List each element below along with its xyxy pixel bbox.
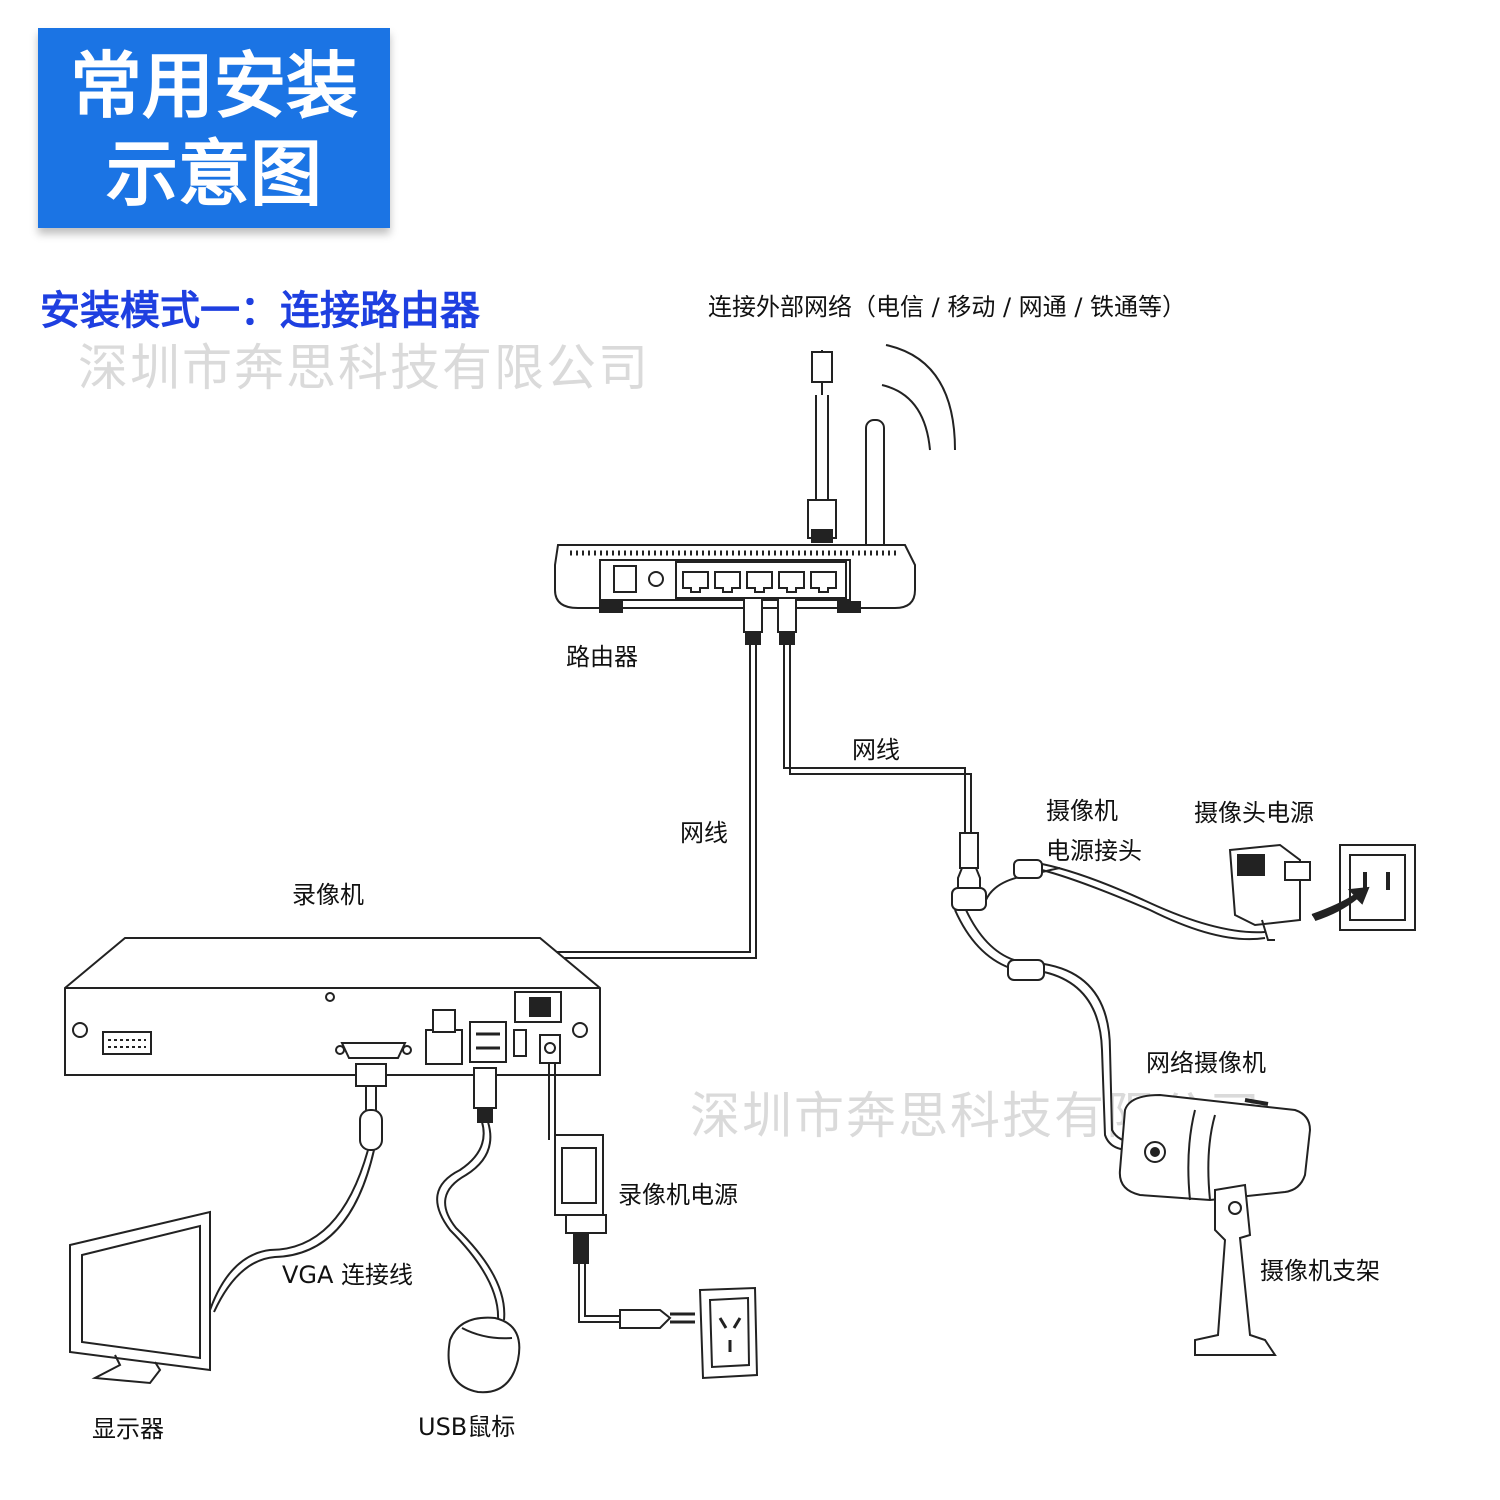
label-camera-power-supply: 摄像头电源	[1194, 799, 1314, 827]
label-network-cable-nvr: 网线	[680, 819, 728, 847]
label-vga-cable: VGA 连接线	[282, 1261, 414, 1289]
label-ip-camera: 网络摄像机	[1146, 1049, 1266, 1077]
label-router: 路由器	[566, 643, 638, 671]
camera-power-adapter	[1228, 843, 1416, 941]
camera-cable-splitter	[951, 832, 1266, 1151]
label-external-network: 连接外部网络（电信 / 移动 / 网通 / 铁通等）	[708, 293, 1187, 321]
install-mode-subtitle: 安装模式一：连接路由器	[40, 288, 480, 334]
label-nvr: 录像机	[292, 881, 364, 909]
label-usb-mouse: USB鼠标	[418, 1413, 516, 1441]
ip-camera-device	[1118, 1093, 1312, 1356]
label-nvr-power: 录像机电源	[618, 1181, 738, 1209]
router-device	[554, 344, 956, 645]
label-camera-power-connector-line1: 摄像机	[1046, 797, 1118, 825]
network-cable-camera	[783, 644, 972, 835]
usb-cable-mouse	[436, 1067, 521, 1394]
vga-cable-monitor	[69, 1063, 387, 1385]
title-badge: 常用安装 示意图	[38, 28, 390, 228]
label-monitor: 显示器	[92, 1415, 164, 1443]
title-line-1: 常用安装	[69, 44, 358, 128]
label-network-cable-camera: 网线	[852, 736, 900, 764]
watermark-top: 深圳市奔思科技有限公司	[78, 339, 650, 397]
label-camera-power-connector-line2: 电源接头	[1046, 837, 1142, 865]
nvr-power-adapter	[548, 1062, 759, 1380]
title-line-2: 示意图	[105, 132, 322, 216]
label-camera-bracket: 摄像机支架	[1260, 1257, 1380, 1285]
nvr-device	[64, 937, 601, 1076]
